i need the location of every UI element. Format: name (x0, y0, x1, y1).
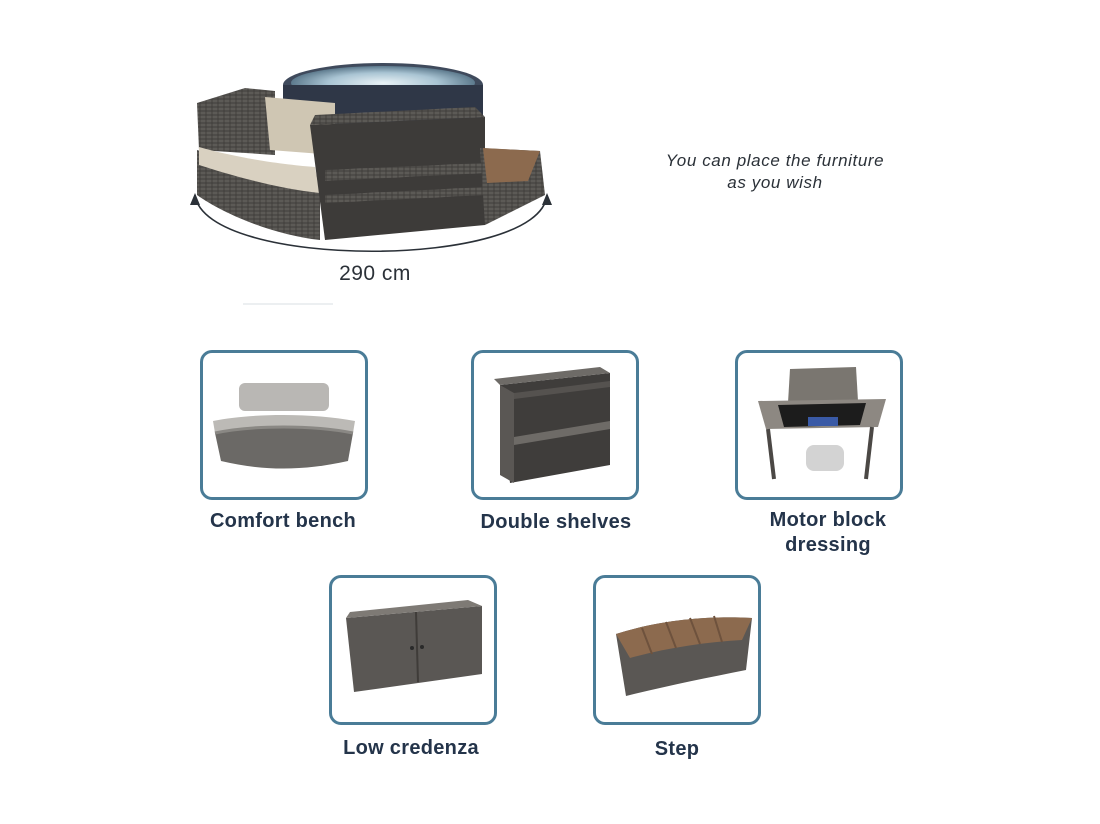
item-label-line: dressing (785, 534, 871, 556)
low-credenza-label: Low credenza (291, 736, 531, 761)
motor-block-dressing-tile (735, 350, 903, 500)
comfort-bench-label: Comfort bench (163, 509, 403, 534)
low-credenza-tile (329, 575, 497, 725)
double-shelves-image (494, 367, 610, 483)
divider (243, 303, 333, 305)
low-credenza-image (346, 600, 482, 692)
step-tile (593, 575, 761, 725)
caption-line: You can place the furniture (665, 151, 885, 170)
step-image (616, 615, 752, 696)
item-label-line: Motor block (769, 509, 887, 531)
spa-furniture-set-image (185, 55, 560, 315)
double-shelves-label: Double shelves (436, 510, 676, 535)
item-label-line: Step (654, 738, 700, 760)
double-shelves-tile (471, 350, 639, 500)
motor-block-dressing-label: Motor block dressing (708, 508, 948, 558)
motor-block-dressing-image (758, 367, 886, 480)
comfort-bench-image (213, 383, 355, 469)
item-label-line: Low credenza (343, 737, 479, 759)
caption-line: as you wish (727, 173, 823, 192)
placement-caption: You can place the furniture as you wish (610, 150, 940, 194)
step-label: Step (557, 737, 797, 762)
circumference-label: 290 cm (339, 262, 411, 285)
comfort-bench-tile (200, 350, 368, 500)
item-label-line: Double shelves (480, 511, 632, 533)
item-label-line: Comfort bench (209, 510, 357, 532)
